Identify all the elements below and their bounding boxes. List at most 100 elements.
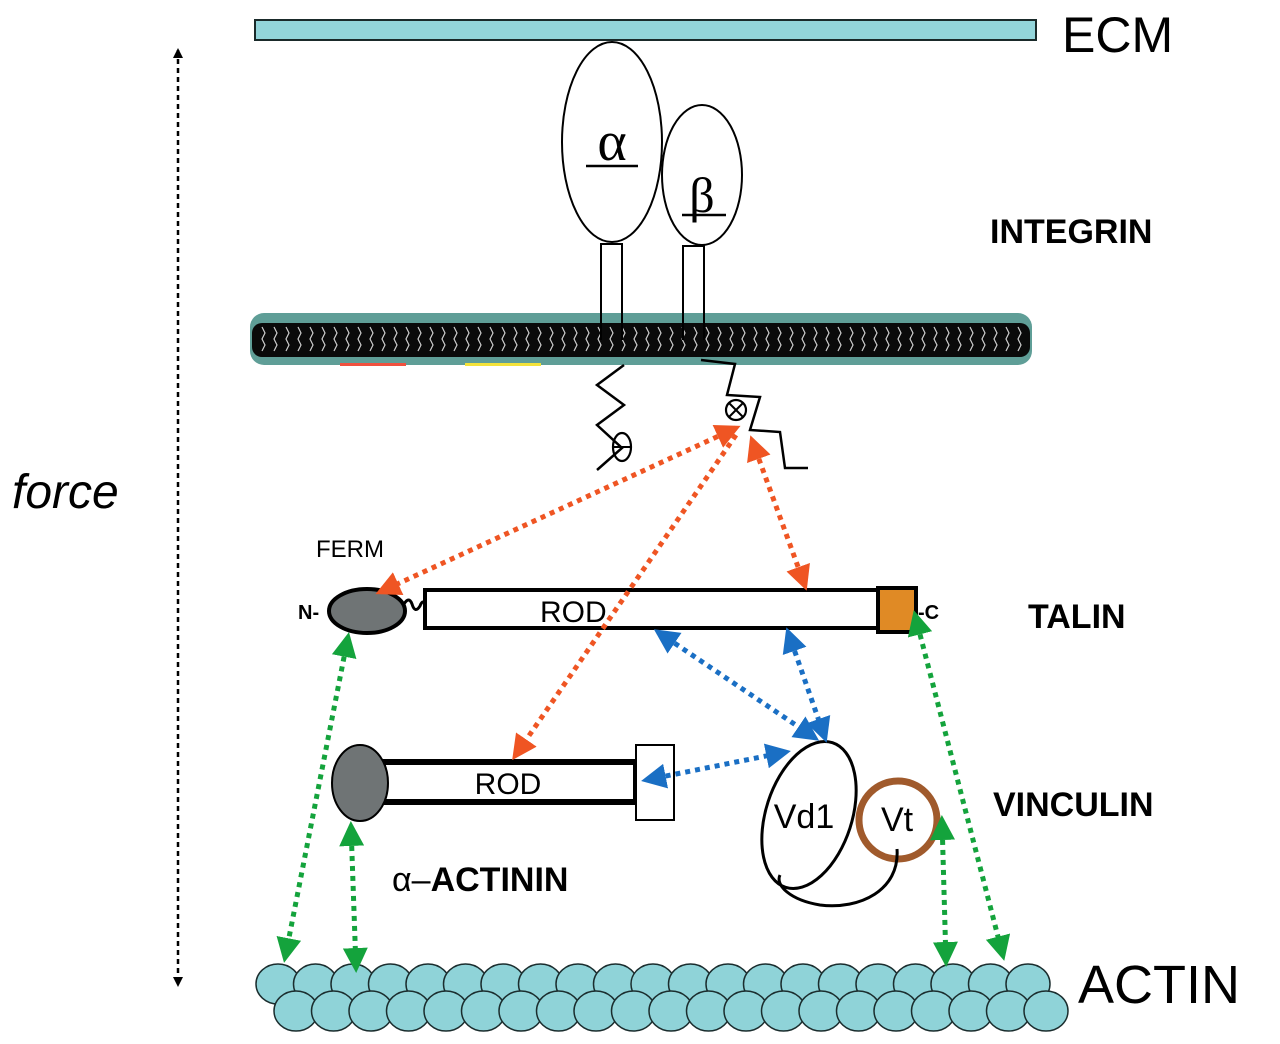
- lipid-tail: [405, 326, 410, 352]
- lipid-tail: [969, 326, 974, 352]
- actinin-prefix: α–: [392, 861, 431, 899]
- lipid-tail: [861, 326, 866, 352]
- red-arrow-integrin-talin-rod: [747, 435, 810, 591]
- green-arrow-actinin-actin: [339, 821, 368, 973]
- green-arrow-ferm-actin: [276, 632, 357, 963]
- lipid-tail: [513, 326, 518, 352]
- talin-n-label: N-: [298, 602, 319, 624]
- vd1-label: Vd1: [774, 798, 835, 836]
- integrin-beta: β: [661, 104, 743, 327]
- lipid-tail: [993, 326, 998, 352]
- lipid-tail: [897, 326, 902, 352]
- lipid-tail: [429, 326, 434, 352]
- actinin-name: ACTININ: [431, 861, 569, 899]
- blue-arrow-talin-vd1-a: [653, 629, 820, 741]
- lipid-tail: [765, 326, 770, 352]
- lipid-tail: [369, 326, 374, 352]
- lipid-tail: [285, 326, 290, 352]
- lipid-tail: [345, 326, 350, 352]
- interaction-arrows: [276, 425, 1011, 973]
- integrin-label: INTEGRIN: [990, 213, 1152, 251]
- lipid-tail: [573, 326, 578, 352]
- vt-label: Vt: [881, 801, 914, 839]
- lipid-tail: [465, 326, 470, 352]
- force-label: force: [12, 466, 119, 519]
- lipid-tail: [921, 326, 926, 352]
- lipid-tail: [813, 326, 818, 352]
- talin-rod-label: ROD: [540, 596, 607, 629]
- integrin-alpha-tail: [594, 363, 633, 471]
- actinin-rod-domain: [380, 759, 639, 805]
- talin-label: TALIN: [1028, 598, 1126, 636]
- actinin-label: α–ACTININ: [392, 861, 568, 899]
- talin-c-domain: [876, 586, 918, 634]
- lipid-tail: [849, 326, 854, 352]
- lipid-tail: [885, 326, 890, 352]
- talin: FERM N- ROD -C TALIN: [298, 536, 1126, 636]
- blue-arrow-actinin-vd1: [641, 743, 791, 789]
- membrane-yellow-segment: [465, 363, 541, 366]
- lipid-tail: [357, 326, 362, 352]
- lipid-tail: [741, 326, 746, 352]
- lipid-tail: [909, 326, 914, 352]
- lipid-tail: [561, 326, 566, 352]
- talin-ferm-domain: [327, 587, 407, 635]
- alpha-actinin: ROD α–ACTININ: [331, 744, 675, 899]
- lipid-tail: [945, 326, 950, 352]
- lipid-tail: [609, 326, 614, 352]
- actinin-end-domain: [635, 744, 675, 821]
- lipid-tail: [789, 326, 794, 352]
- lipid-tail: [729, 326, 734, 352]
- lipid-tail: [477, 326, 482, 352]
- lipid-tail: [933, 326, 938, 352]
- lipid-tail: [753, 326, 758, 352]
- lipid-tail: [705, 326, 710, 352]
- lipid-tail: [1005, 326, 1010, 352]
- actin-label: ACTIN: [1078, 955, 1240, 1015]
- lipid-tail: [321, 326, 326, 352]
- lipid-tail: [585, 326, 590, 352]
- lipid-tail: [693, 326, 698, 352]
- vinculin-label: VINCULIN: [993, 786, 1154, 824]
- lipid-tail: [657, 326, 662, 352]
- lipid-tail: [645, 326, 650, 352]
- lipid-tail: [981, 326, 986, 352]
- beta-symbol: β: [689, 167, 714, 223]
- lipid-tail: [1017, 326, 1022, 352]
- lipid-tail: [801, 326, 806, 352]
- actin-filament: [255, 963, 1069, 1032]
- ferm-label: FERM: [316, 536, 384, 563]
- lipid-tail: [873, 326, 878, 352]
- lipid-tail: [417, 326, 422, 352]
- vinculin-vd1-domain: [760, 740, 858, 890]
- vinculin-linker: [777, 848, 899, 908]
- lipid-tail: [501, 326, 506, 352]
- lipid-tail: [261, 326, 266, 352]
- lipid-tail: [957, 326, 962, 352]
- ecm-bar: [254, 19, 1037, 41]
- lipid-tail: [393, 326, 398, 352]
- actinin-head-domain: [331, 744, 389, 822]
- lipid-tail: [537, 326, 542, 352]
- lipid-tail: [837, 326, 842, 352]
- actinin-rod-label: ROD: [475, 768, 542, 801]
- membrane-red-segment: [340, 363, 406, 366]
- blue-arrow-talin-vd1-b: [782, 627, 831, 743]
- red-arrow-integrin-actinin: [512, 433, 739, 761]
- ecm-label: ECM: [1062, 7, 1173, 63]
- lipid-tail: [297, 326, 302, 352]
- green-arrow-talin-c-actin: [907, 610, 1011, 961]
- integrin-alpha: α: [561, 41, 663, 325]
- lipid-tail: [441, 326, 446, 352]
- lipid-tail: [633, 326, 638, 352]
- lipid-tail: [549, 326, 554, 352]
- cell-membrane: [250, 300, 1032, 366]
- lipid-tail: [669, 326, 674, 352]
- lipid-tail: [381, 326, 386, 352]
- lipid-tail: [777, 326, 782, 352]
- actin-monomer: [1023, 990, 1069, 1032]
- lipid-tail: [525, 326, 530, 352]
- lipid-tail: [453, 326, 458, 352]
